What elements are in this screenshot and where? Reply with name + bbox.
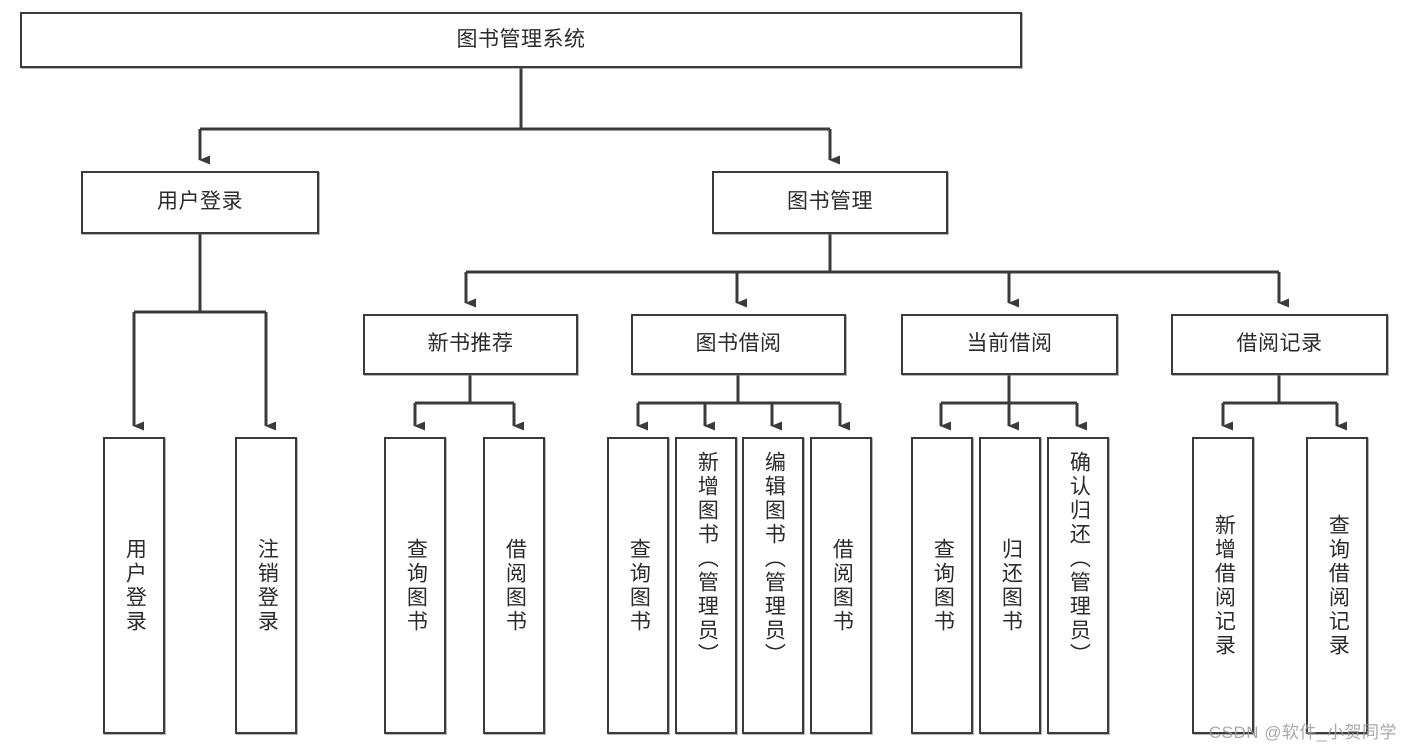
node-label: 当前借阅 [966,332,1053,356]
watermark-text: CSDN @软件_小贺同学 [1208,723,1397,742]
node-label: 用户登录 [157,190,243,214]
node-book-management-system[interactable]: 图书管理系统 [20,12,1022,68]
node-label: 查询图书 [404,537,428,634]
node-label: 图书管理系统 [456,27,586,51]
node-label: 归还图书 [999,537,1023,634]
node-label: 新增图书（管理员） [695,451,719,667]
node-leaf-query-book-3[interactable]: 查询图书 [911,437,973,734]
node-user-login[interactable]: 用户登录 [81,171,319,234]
node-label: 查询借阅记录 [1326,513,1350,658]
node-leaf-query-book-1[interactable]: 查询图书 [384,437,446,734]
node-book-borrow[interactable]: 图书借阅 [631,314,846,375]
node-label: 借阅图书 [503,537,527,634]
node-leaf-add-record[interactable]: 新增借阅记录 [1192,437,1254,734]
node-label: 编辑图书（管理员） [762,451,786,667]
node-leaf-borrow-book-2[interactable]: 借阅图书 [810,437,872,734]
node-label: 借阅图书 [830,537,854,634]
node-leaf-add-book[interactable]: 新增图书（管理员） [675,437,737,734]
node-label: 查询图书 [627,537,651,634]
node-label: 注销登录 [255,537,279,634]
node-leaf-user-login[interactable]: 用户登录 [103,437,165,734]
node-leaf-query-book-2[interactable]: 查询图书 [607,437,669,734]
node-label: 借阅记录 [1236,332,1323,356]
node-leaf-return-book[interactable]: 归还图书 [979,437,1041,734]
node-label: 确认归还（管理员） [1067,451,1091,667]
node-leaf-edit-book[interactable]: 编辑图书（管理员） [742,437,804,734]
node-label: 图书借阅 [695,332,782,356]
node-label: 查询图书 [931,537,955,634]
node-label: 用户登录 [123,537,147,634]
node-leaf-logout-login[interactable]: 注销登录 [235,437,297,734]
node-leaf-query-record[interactable]: 查询借阅记录 [1306,437,1368,734]
node-label: 新增借阅记录 [1212,513,1236,658]
node-borrow-record[interactable]: 借阅记录 [1171,314,1388,375]
node-label: 新书推荐 [427,332,514,356]
node-label: 图书管理 [787,190,873,214]
node-leaf-borrow-book-1[interactable]: 借阅图书 [483,437,545,734]
node-current-borrow[interactable]: 当前借阅 [901,314,1118,375]
node-book-management[interactable]: 图书管理 [712,171,948,234]
node-leaf-confirm-return[interactable]: 确认归还（管理员） [1047,437,1109,734]
node-new-book-recommend[interactable]: 新书推荐 [363,314,578,375]
